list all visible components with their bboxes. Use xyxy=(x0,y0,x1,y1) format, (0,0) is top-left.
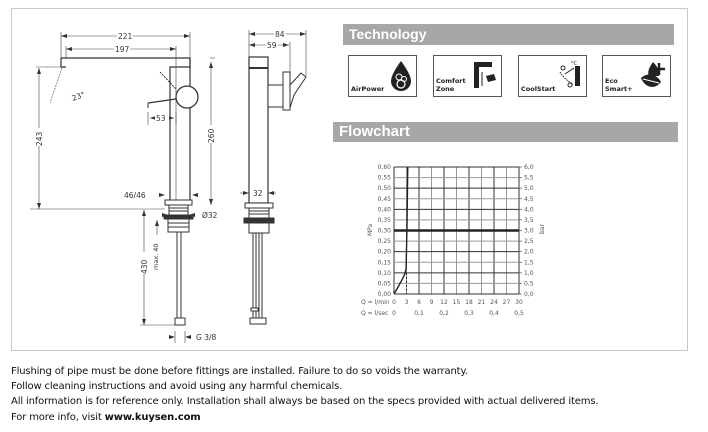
note-flushing: Flushing of pipe must be done before fit… xyxy=(11,366,468,377)
dim-body-width: 32 xyxy=(253,189,263,198)
dim-connection: G 3/8 xyxy=(196,333,216,342)
flowchart-header: Flowchart xyxy=(333,122,678,142)
note-more-info-text: For more info, visit xyxy=(11,411,105,423)
comfort-zone-faucet-icon xyxy=(474,62,496,88)
feature-coolstart: °C CoolStart xyxy=(518,55,587,97)
dim-angle: 23° xyxy=(71,90,87,103)
dim-total-height: 260 xyxy=(207,128,216,143)
dim-lever: 53 xyxy=(156,114,166,123)
feature-label: Comfort Zone xyxy=(436,77,466,93)
dim-max-thickness: max. 40 xyxy=(152,243,160,270)
ecosmart-leaf-icon xyxy=(641,62,665,87)
note-more-info: For more info, visit www.kuysen.com xyxy=(11,410,598,425)
dim-base: 46/46 xyxy=(124,191,146,200)
dim-outlet-height: 243 xyxy=(35,131,44,146)
airpower-drop-icon xyxy=(391,61,411,91)
dim-side-depth: 84 xyxy=(275,30,285,39)
feature-label: Eco Smart+ xyxy=(605,77,633,93)
dim-spout-reach: 197 xyxy=(115,45,130,54)
note-reference: All information is for reference only. I… xyxy=(11,396,599,408)
dim-lever-depth: 59 xyxy=(267,41,277,50)
front-view-faucet xyxy=(60,57,199,326)
note-cleaning: Follow cleaning instructions and avoid u… xyxy=(11,381,343,393)
dim-spout-length: 221 xyxy=(118,32,133,41)
website-link[interactable]: www.kuysen.com xyxy=(104,411,201,423)
feature-ecosmart: Eco Smart+ xyxy=(602,55,671,97)
technology-header: Technology xyxy=(343,24,674,45)
notes: Flushing of pipe must be done before fit… xyxy=(11,364,599,425)
feature-airpower: AirPower xyxy=(348,55,417,97)
feature-label: CoolStart xyxy=(521,85,556,93)
side-view-faucet xyxy=(243,56,307,325)
svg-text:°C: °C xyxy=(571,61,578,67)
feature-label: AirPower xyxy=(351,85,385,93)
dim-hose-length: 430 xyxy=(140,259,149,274)
feature-comfort-zone: Comfort Zone xyxy=(433,55,502,97)
dim-hole-diameter: Ø32 xyxy=(202,211,218,220)
coolstart-icon: °C xyxy=(559,61,580,88)
